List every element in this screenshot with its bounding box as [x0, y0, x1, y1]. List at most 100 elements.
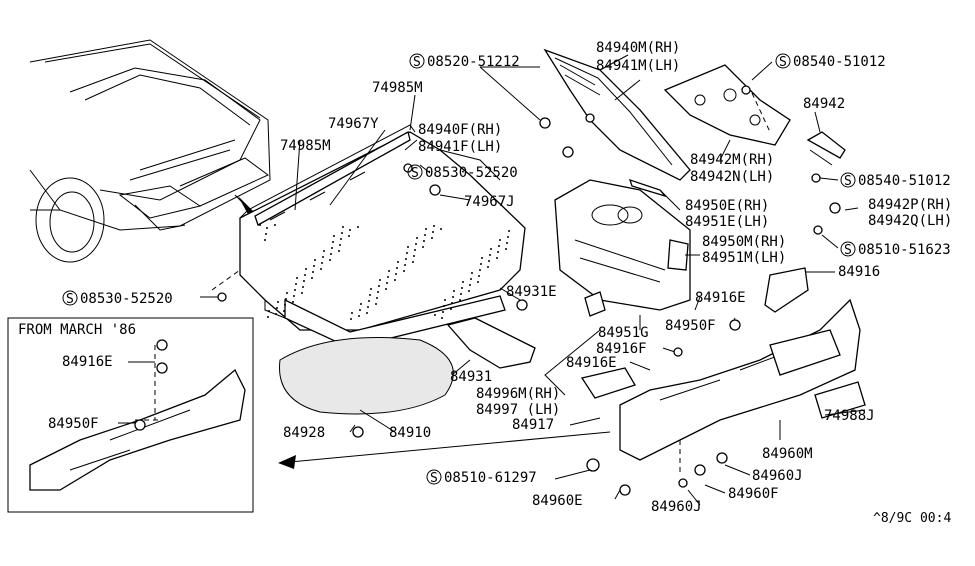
part-number-label: 84942 — [803, 96, 845, 112]
mat-dot — [329, 259, 331, 261]
mat-dot — [323, 250, 325, 252]
mat-dot — [403, 270, 405, 272]
part-number-label: 84928 — [283, 425, 325, 441]
mat-dot — [452, 296, 454, 298]
mat-dot — [443, 305, 445, 307]
part-number-label: 84941M(LH) — [596, 58, 680, 74]
part-number-label: 84950M(RH) — [702, 234, 786, 250]
clip-icon — [516, 299, 528, 311]
mat-dot — [292, 301, 294, 303]
mat-dot — [388, 270, 390, 272]
part-number-label: 84941F(LH) — [418, 139, 502, 155]
mat-dot — [277, 301, 279, 303]
rear-panel-trim — [580, 298, 866, 475]
diagram-code: ^8/9C 00:4 — [873, 511, 951, 526]
mat-dot — [264, 239, 266, 241]
screw-icon — [586, 458, 600, 472]
mat-dot — [497, 251, 499, 253]
part-number-label: 84997 (LH) — [476, 402, 560, 418]
mat-dot — [423, 240, 425, 242]
part-number-label: 84916E — [695, 290, 746, 306]
screw-symbol-letter: S — [66, 292, 74, 307]
mat-dot — [314, 259, 316, 261]
mat-dot — [320, 268, 322, 270]
mat-dot — [275, 313, 277, 315]
mat-dot — [312, 271, 314, 273]
mat-dot — [366, 312, 368, 314]
mat-dot — [416, 237, 418, 239]
part-number-label: 84942M(RH) — [690, 152, 774, 168]
inset-title: FROM MARCH '86 — [18, 322, 136, 338]
mat-dot — [412, 261, 414, 263]
mat-dot — [377, 291, 379, 293]
part-number-label: 84951M(LH) — [702, 250, 786, 266]
mat-dot — [478, 275, 480, 277]
part-number-label: 84942Q(LH) — [868, 213, 952, 229]
mat-dot — [481, 257, 483, 259]
mat-dot — [441, 317, 443, 319]
mat-dot — [338, 250, 340, 252]
part-number-label: 84917 — [512, 417, 554, 433]
mat-dot — [434, 314, 436, 316]
mat-dot — [340, 238, 342, 240]
mat-dot — [301, 292, 303, 294]
mat-dot — [405, 258, 407, 260]
mat-dot — [432, 231, 434, 233]
trunk-lid-lining — [543, 48, 691, 181]
mat-dot — [331, 247, 333, 249]
mat-dot — [407, 246, 409, 248]
mat-dot — [414, 249, 416, 251]
mat-dot — [477, 281, 479, 283]
part-number-label: 08510-61297 — [444, 470, 537, 486]
mat-dot — [480, 263, 482, 265]
part-number-label: 84942N(LH) — [690, 169, 774, 185]
part-number-label: 08530-52520 — [425, 165, 518, 181]
lid-hinge-bracket — [663, 64, 791, 146]
mat-dot — [386, 282, 388, 284]
mat-dot — [368, 300, 370, 302]
part-number-label: 74967J — [464, 194, 515, 210]
screw-symbol-icon — [407, 164, 423, 180]
mat-dot — [459, 299, 461, 301]
part-number-label: 84950F — [48, 416, 99, 432]
mat-dot — [489, 254, 491, 256]
mat-dot — [304, 274, 306, 276]
clip-icon — [673, 347, 683, 357]
mat-dot — [397, 261, 399, 263]
part-number-label: 74988J — [824, 408, 875, 424]
part-number-label: 84951G — [598, 325, 649, 341]
mat-dot — [276, 307, 278, 309]
part-number-label: 84910 — [389, 425, 431, 441]
part-number-label: 84916E — [62, 354, 113, 370]
mat-dot — [490, 248, 492, 250]
clip-icon — [716, 452, 728, 464]
clip-icon — [562, 146, 574, 158]
mat-dot — [394, 279, 396, 281]
mat-dot — [369, 294, 371, 296]
part-number-label: 84916 — [838, 264, 880, 280]
clip-icon — [156, 339, 168, 351]
screw-symbol-icon — [840, 241, 856, 257]
mat-dot — [387, 276, 389, 278]
screw-symbol-letter: S — [430, 471, 438, 486]
screw-symbol-letter: S — [779, 55, 787, 70]
mat-dot — [413, 255, 415, 257]
mat-dot — [422, 246, 424, 248]
clip-icon — [694, 464, 706, 476]
mat-dot — [376, 297, 378, 299]
screw-symbol-icon — [426, 469, 442, 485]
mat-dot — [425, 228, 427, 230]
clip-icon — [678, 478, 688, 488]
mat-dot — [385, 288, 387, 290]
mat-dot — [359, 309, 361, 311]
clip-icon — [729, 319, 741, 331]
part-number-label: 84916E — [566, 355, 617, 371]
mat-dot — [302, 286, 304, 288]
mat-dot — [283, 310, 285, 312]
part-number-label: 08530-52520 — [80, 291, 173, 307]
part-number-label: 84931E — [506, 284, 557, 300]
mat-dot — [471, 272, 473, 274]
